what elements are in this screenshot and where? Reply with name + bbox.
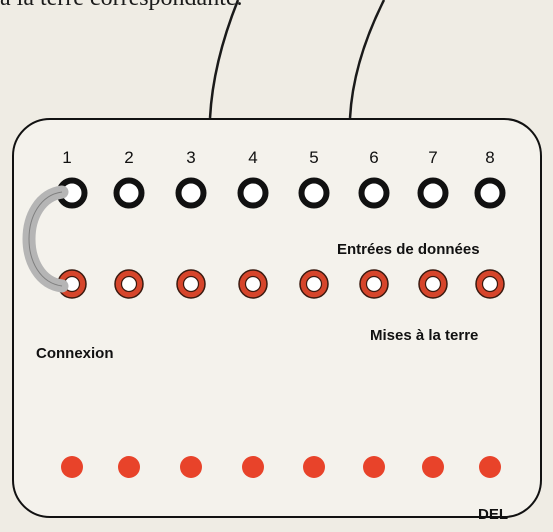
ground-socket-row: [57, 269, 505, 299]
socket-number-7: 7: [428, 148, 438, 167]
ground-socket-hole-2: [120, 275, 138, 293]
socket-number-6: 6: [369, 148, 379, 167]
socket-number-1: 1: [62, 148, 72, 167]
connection-jumper-outline: [28, 191, 63, 287]
led-4: [242, 456, 264, 478]
ground-socket-hole-7: [424, 275, 442, 293]
socket-number-3: 3: [186, 148, 196, 167]
socket-number-4: 4: [248, 148, 258, 167]
caption-text: à la terre correspondante.: [0, 0, 243, 12]
ground-socket-hole-6: [365, 275, 383, 293]
led-6: [363, 456, 385, 478]
ground-socket-hole-8: [481, 275, 499, 293]
data-socket-6: [358, 177, 390, 209]
data-socket-2: [113, 177, 145, 209]
ground-socket-hole-5: [305, 275, 323, 293]
data-socket-5: [298, 177, 330, 209]
led-label: DEL: [478, 506, 508, 523]
led-1: [61, 456, 83, 478]
led-2: [118, 456, 140, 478]
tester-panel: [12, 118, 542, 518]
data-socket-7: [417, 177, 449, 209]
socket-number-8: 8: [485, 148, 495, 167]
ground-socket-hole-3: [182, 275, 200, 293]
data-inputs-label: Entrées de données: [337, 241, 480, 258]
connection-jumper: [22, 185, 69, 293]
socket-number-5: 5: [309, 148, 319, 167]
ground-socket-hole-4: [244, 275, 262, 293]
led-row: [61, 456, 501, 478]
led-5: [303, 456, 325, 478]
data-socket-row: [56, 177, 506, 209]
cable-left: [208, 0, 240, 119]
led-8: [479, 456, 501, 478]
cable-right: [348, 0, 386, 119]
led-3: [180, 456, 202, 478]
data-socket-4: [237, 177, 269, 209]
data-socket-8: [474, 177, 506, 209]
connection-label: Connexion: [36, 345, 114, 362]
socket-number-2: 2: [124, 148, 134, 167]
led-7: [422, 456, 444, 478]
data-socket-3: [175, 177, 207, 209]
ground-label: Mises à la terre: [370, 327, 479, 344]
